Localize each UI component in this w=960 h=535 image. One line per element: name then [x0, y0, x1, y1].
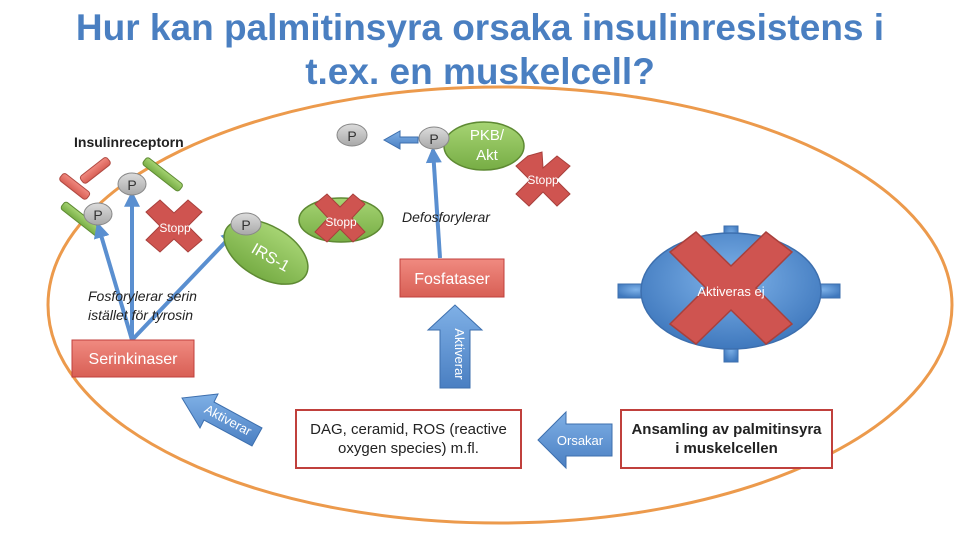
orsakar-label: Orsakar [557, 433, 604, 448]
page-title: Hur kan palmitinsyra orsaka insulinresis… [0, 6, 960, 94]
receptor-bar-red-2 [79, 157, 111, 184]
irs1-node [223, 219, 309, 285]
p-label-pkb: P [429, 131, 438, 147]
dag-line-1: DAG, ceramid, ROS (reactive [310, 421, 507, 438]
ansamling-line-2: i muskelcellen [675, 440, 778, 457]
title-line-2: t.ex. en muskelcell? [305, 51, 655, 92]
arrow-serin-to-p [93, 221, 134, 341]
insulinreceptor-label: Insulinreceptorn [74, 134, 184, 150]
p-circle-irs [230, 212, 262, 236]
p-circle-left [83, 202, 113, 226]
receptor-bar-red-1 [59, 173, 91, 200]
stopp-label-pkb: Stopp [527, 173, 559, 187]
fosfataser-label: Fosfataser [414, 271, 490, 288]
p-label-top-left: P [347, 128, 356, 144]
serinkinaser-box [71, 339, 195, 378]
arrow-serin-to-irs [130, 229, 238, 342]
dag-line-2: oxygen species) m.fl. [338, 440, 479, 457]
p-label-left: P [93, 207, 102, 223]
p-circle-top-left [336, 123, 368, 147]
stopp-cross-pkb [515, 151, 571, 207]
pkb-akt-label-2: Akt [476, 147, 499, 164]
arrow-p-to-p [382, 130, 419, 150]
ansamling-line-1: Ansamling av palmitinsyra [631, 421, 822, 438]
arrow-fosfataser-to-p [425, 146, 442, 259]
dag-ceramid-box: DAG, ceramid, ROS (reactive oxygen speci… [295, 409, 522, 469]
pkb-akt-label-1: PKB/ [470, 127, 505, 144]
aktiveras-ej-label: Aktiveras ej [697, 284, 764, 299]
aktiverar-arrow-vertical [426, 304, 484, 389]
serinkinaser-label: Serinkinaser [89, 351, 179, 368]
stopp-cross-middle [314, 193, 366, 243]
muscle-cell-outline [46, 85, 954, 525]
p-circle-receptor [117, 172, 147, 196]
defosforylerar-label: Defosforylerar [402, 209, 491, 225]
orsakar-arrow [537, 410, 613, 470]
title-line-1: Hur kan palmitinsyra orsaka insulinresis… [75, 7, 885, 48]
fosforylerar-label-2: istället för tyrosin [88, 307, 193, 323]
fosforylerar-label-1: Fosforylerar serin [88, 288, 197, 304]
aktiverar-arrow-diagonal [181, 393, 263, 447]
aktiveras-ej-cross [668, 231, 794, 345]
stopp-label-middle: Stopp [325, 215, 357, 229]
p-circle-pkb [418, 126, 450, 150]
aktiverar-label-vertical: Aktiverar [452, 328, 467, 380]
stopp-cross-receptor [145, 199, 203, 253]
p-label-receptor: P [127, 177, 136, 193]
receptor-bar-green-1 [142, 157, 183, 192]
ansamling-box: Ansamling av palmitinsyra i muskelcellen [620, 409, 833, 469]
stopp-label-receptor: Stopp [159, 221, 191, 235]
p-label-irs: P [241, 217, 250, 233]
fosfataser-box [399, 258, 505, 298]
